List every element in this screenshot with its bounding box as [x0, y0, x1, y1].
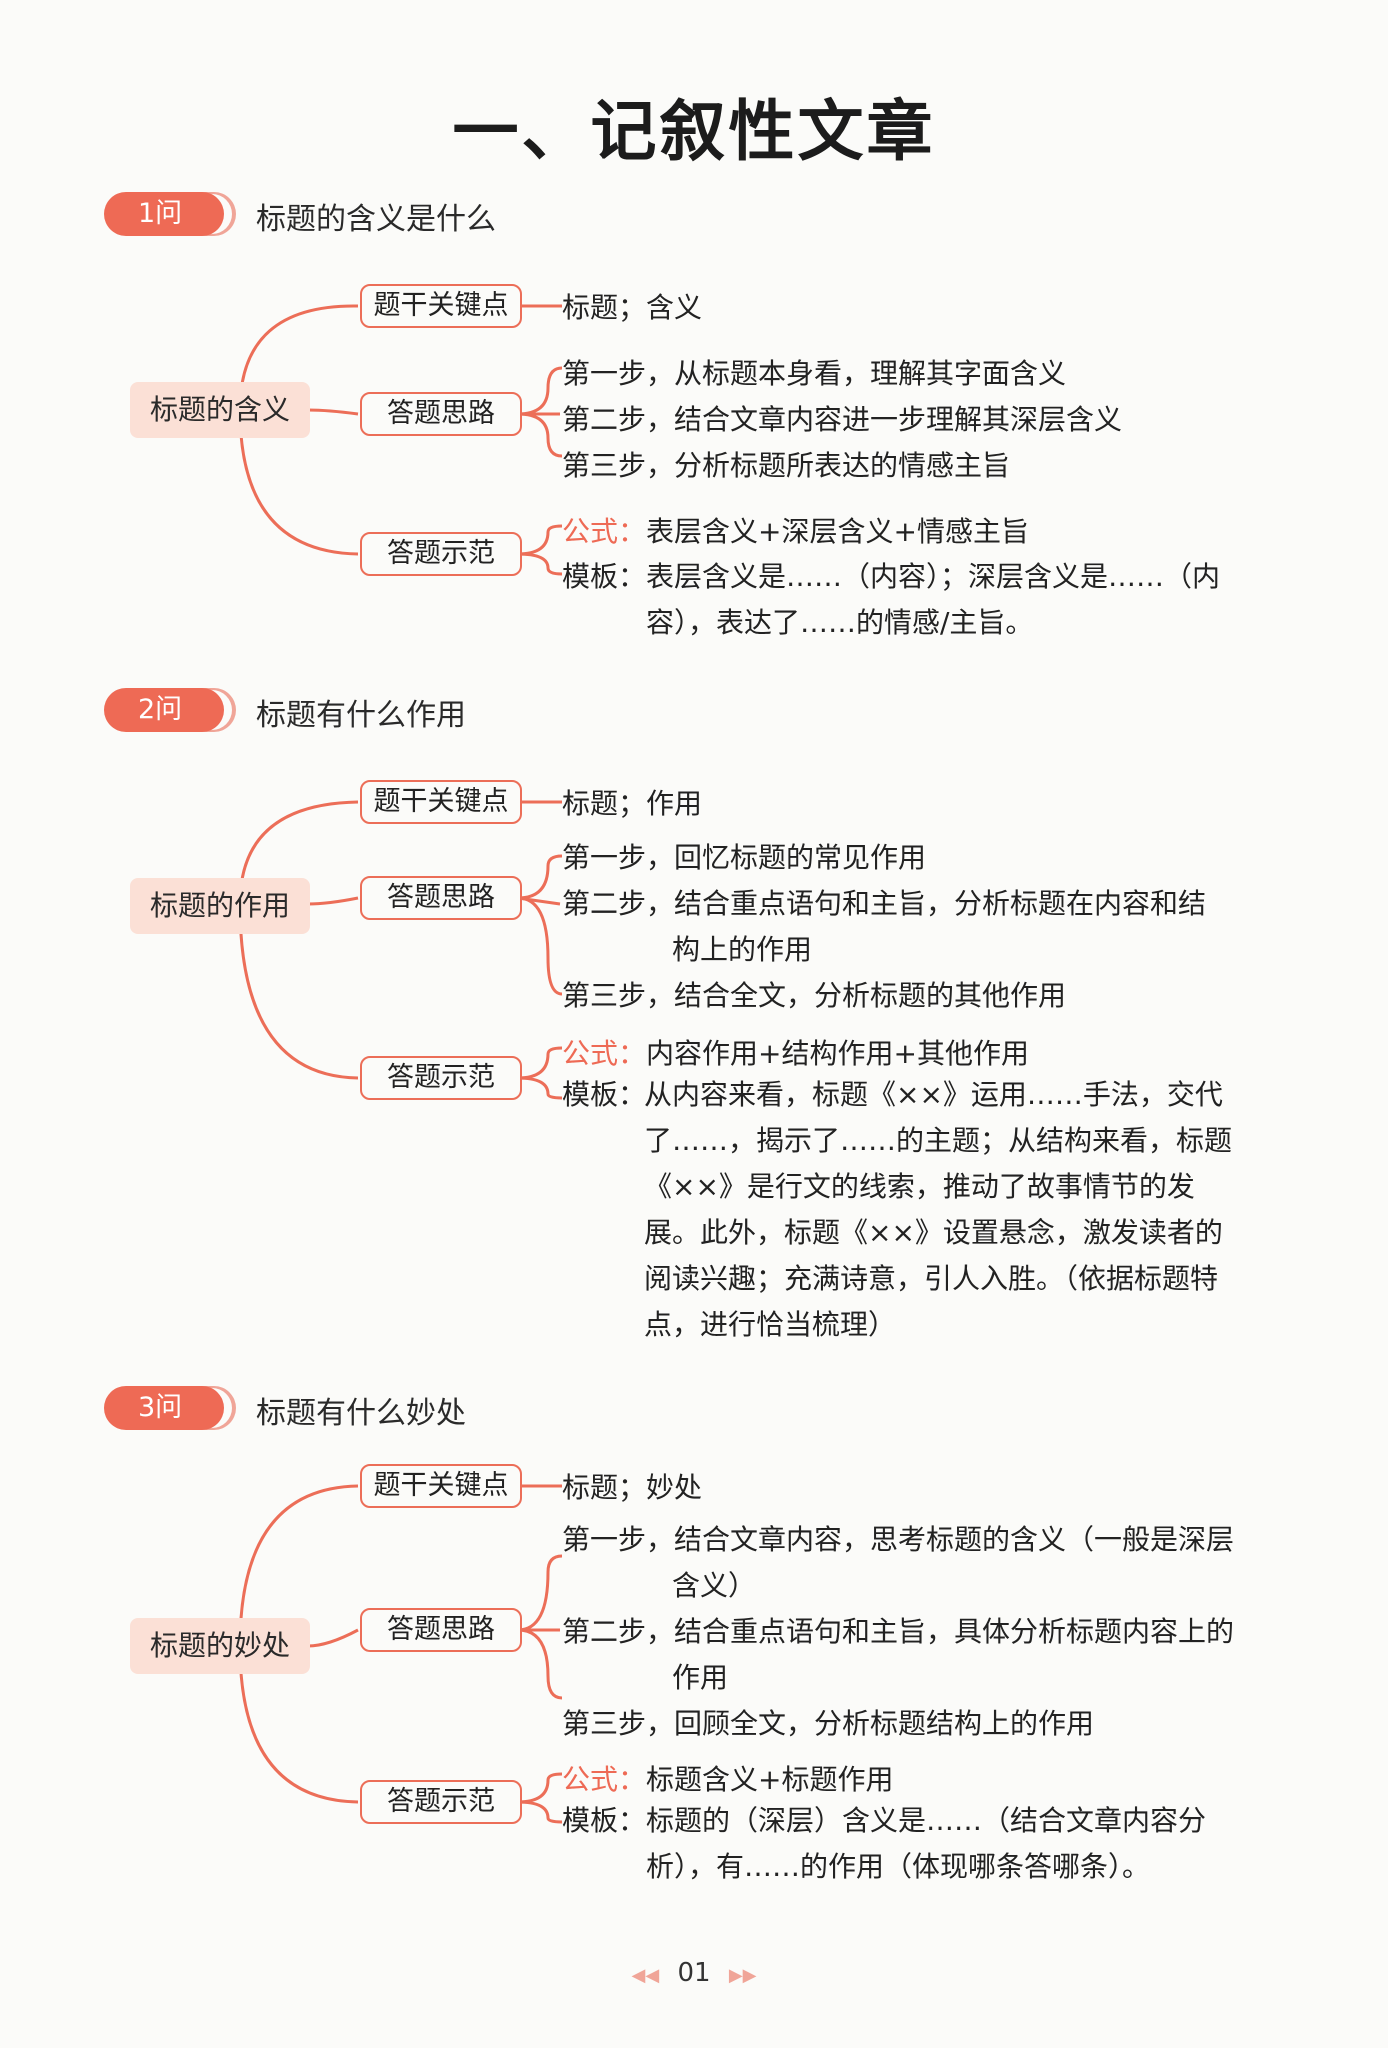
approach-step-continued: 构上的作用 [672, 933, 813, 966]
formula-label: 公式： [562, 515, 647, 548]
question-badge: 1问 [104, 192, 224, 236]
arrow-right-icon: ▶▶ [728, 1965, 757, 1986]
formula-text: 表层含义+深层含义+情感主旨 [646, 515, 1029, 548]
keypoint-node: 题干关键点 [360, 780, 522, 824]
formula-line: 公式：内容作用+结构作用+其他作用 [562, 1032, 1029, 1072]
approach-step-continued: 作用 [672, 1661, 729, 1694]
approach-step: 第一步，从标题本身看，理解其字面含义 [562, 357, 1067, 390]
formula-label: 公式： [562, 1037, 647, 1070]
formula-label: 公式： [562, 1763, 647, 1796]
approach-step: 第三步，回顾全文，分析标题结构上的作用 [562, 1707, 1095, 1740]
keypoint-text: 标题；妙处 [562, 1471, 703, 1504]
template-text: 从内容来看，标题《××》运用……手法，交代了……，揭示了……的主题；从结构来看，… [644, 1078, 1233, 1341]
template-label: 模板： [562, 560, 647, 593]
example-node: 答题示范 [360, 1056, 522, 1100]
formula-text: 标题含义+标题作用 [646, 1763, 894, 1796]
question-badge: 2问 [104, 688, 224, 732]
approach-step: 第二步，结合文章内容进一步理解其深层含义 [562, 403, 1123, 436]
approach-step: 第一步，结合文章内容，思考标题的含义（一般是深层 [562, 1523, 1235, 1556]
approach-step: 第二步，结合重点语句和主旨，分析标题在内容和结 [562, 887, 1207, 920]
template-text: 表层含义是……（内容）；深层含义是……（内容），表达了……的情感/主旨。 [646, 560, 1221, 639]
template-label: 模板： [562, 1804, 647, 1837]
keypoint-text: 标题；作用 [562, 787, 703, 820]
example-node: 答题示范 [360, 1780, 522, 1824]
keypoint-text: 标题；含义 [562, 291, 703, 324]
page-title: 一、记叙性文章 [452, 93, 936, 170]
question-text: 标题的含义是什么 [256, 202, 496, 237]
page-number: ◀◀ 01 ▶▶ [0, 1958, 1388, 1988]
approach-step-continued: 含义） [672, 1569, 757, 1602]
question-section-3: 3问 标题有什么妙处 标题的妙处 题干关键点 答题思路 答题示范 标题；妙处 第… [0, 1386, 1388, 1986]
mind-map-root: 标题的妙处 [130, 1618, 310, 1674]
approach-node: 答题思路 [360, 1608, 522, 1652]
question-section-2: 2问 标题有什么作用 标题的作用 题干关键点 答题思路 答题示范 标题；作用 第… [0, 688, 1388, 1341]
formula-line: 公式：表层含义+深层含义+情感主旨 [562, 510, 1029, 550]
question-section-1: 1问 标题的含义是什么 标题的含义 题干关键点 答题思路 答题示范 标题；含义 … [0, 192, 1388, 792]
approach-step: 第二步，结合重点语句和主旨，具体分析标题内容上的 [562, 1615, 1235, 1648]
example-node: 答题示范 [360, 532, 522, 576]
page-number-text: 01 [677, 1958, 711, 1988]
template-label: 模板： [562, 1078, 647, 1111]
keypoint-node: 题干关键点 [360, 1464, 522, 1508]
keypoint-node: 题干关键点 [360, 284, 522, 328]
formula-text: 内容作用+结构作用+其他作用 [646, 1037, 1029, 1070]
template-text: 标题的（深层）含义是……（结合文章内容分析），有……的作用（体现哪条答哪条）。 [646, 1804, 1207, 1883]
mind-map-root: 标题的作用 [130, 878, 310, 934]
formula-line: 公式：标题含义+标题作用 [562, 1758, 893, 1798]
approach-step: 第一步，回忆标题的常见作用 [562, 841, 927, 874]
question-badge: 3问 [104, 1386, 224, 1430]
mind-map-root: 标题的含义 [130, 382, 310, 438]
arrow-left-icon: ◀◀ [631, 1965, 660, 1986]
question-text: 标题有什么妙处 [256, 1396, 466, 1431]
approach-node: 答题思路 [360, 392, 522, 436]
approach-step: 第三步，分析标题所表达的情感主旨 [562, 449, 1011, 482]
question-text: 标题有什么作用 [256, 698, 466, 733]
approach-node: 答题思路 [360, 876, 522, 920]
approach-step: 第三步，结合全文，分析标题的其他作用 [562, 979, 1067, 1012]
